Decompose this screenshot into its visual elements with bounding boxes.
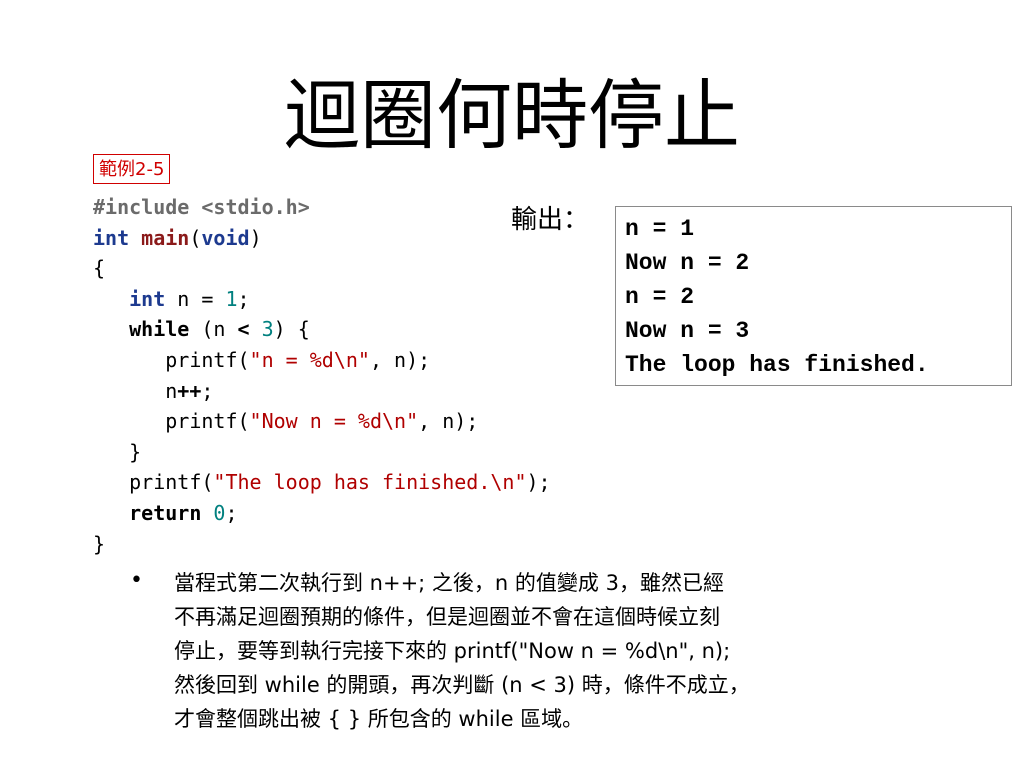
slide-title: 迴圈何時停止 (284, 71, 740, 160)
code-token: void (201, 225, 250, 250)
code-indent (93, 409, 165, 433)
paragraph-line: 當程式第二次執行到 n++; 之後，n 的值變成 3，雖然已經 (174, 571, 724, 595)
output-line: Now n = 2 (625, 250, 750, 276)
code-token: n (165, 378, 178, 403)
code-token: 3 (261, 317, 274, 342)
code-token: (n (189, 317, 238, 342)
code-token: printf( (129, 470, 214, 495)
code-token: ; (201, 378, 214, 403)
code-indent (93, 348, 165, 372)
code-token: main (141, 225, 190, 250)
code-indent (93, 470, 129, 494)
code-line: int main(void) (93, 223, 551, 254)
code-line: { (93, 253, 551, 284)
code-line: #include <stdio.h> (93, 192, 551, 223)
code-token: ) { (273, 317, 310, 342)
code-line: n++; (93, 376, 551, 407)
paragraph-line: 才會整個跳出被 { } 所包含的 while 區域。 (174, 707, 584, 731)
code-token: 0 (213, 500, 226, 525)
code-token: return (129, 500, 202, 525)
code-token: int (93, 225, 130, 250)
paragraph-line: 不再滿足迴圈預期的條件，但是迴圈並不會在這個時候立刻 (174, 605, 720, 629)
code-token: ) (249, 225, 262, 250)
code-line: printf("The loop has finished.\n"); (93, 467, 551, 498)
code-line: printf("n = %d\n", n); (93, 345, 551, 376)
paragraph-line: 停止，要等到執行完接下來的 printf("Now n = %d\n", n); (174, 639, 731, 663)
code-indent (93, 287, 129, 311)
code-token: int (129, 286, 166, 311)
code-indent (93, 317, 129, 341)
paragraph-line: 然後回到 while 的開頭，再次判斷 (n < 3) 時，條件不成立， (174, 673, 750, 697)
code-line: } (93, 437, 551, 468)
code-token: ); (526, 470, 551, 495)
code-token (201, 501, 213, 525)
code-token: } (129, 439, 142, 464)
bullet-icon: • (130, 568, 143, 593)
code-token: printf( (165, 347, 250, 372)
code-token: < (237, 317, 250, 342)
code-token: 1 (225, 286, 238, 311)
code-indent (93, 440, 129, 464)
code-token: ; (237, 286, 250, 311)
code-block: #include <stdio.h> int main(void) { int … (93, 192, 551, 559)
code-line: printf("Now n = %d\n", n); (93, 406, 551, 437)
explanation-paragraph: 當程式第二次執行到 n++; 之後，n 的值變成 3，雖然已經 不再滿足迴圈預期… (174, 566, 944, 736)
code-line: return 0; (93, 498, 551, 529)
code-token: "Now n = %d\n" (249, 409, 419, 434)
code-token: #include <stdio.h> (93, 195, 310, 219)
code-line: } (93, 529, 551, 560)
output-line: The loop has finished. (625, 352, 929, 378)
code-token: , n); (369, 347, 431, 372)
example-badge: 範例2-5 (93, 154, 171, 184)
code-token: printf( (165, 409, 250, 434)
output-box: n = 1 Now n = 2 n = 2 Now n = 3 The loop… (615, 206, 1012, 386)
code-line: while (n < 3) { (93, 314, 551, 345)
code-indent (93, 501, 129, 525)
code-token: ( (189, 225, 202, 250)
output-line: n = 2 (625, 284, 695, 310)
code-token: { (93, 256, 106, 281)
output-label: 輸出： (511, 205, 590, 235)
code-indent (93, 379, 165, 403)
code-token: } (93, 531, 106, 556)
code-token: , n); (418, 409, 479, 434)
code-token: ++ (177, 378, 202, 403)
code-token: ; (225, 500, 238, 525)
code-token: while (129, 317, 190, 342)
code-token: "n = %d\n" (249, 347, 370, 372)
code-token: n = (165, 286, 226, 311)
output-line: Now n = 3 (625, 318, 750, 344)
output-line: n = 1 (625, 216, 695, 242)
code-line: int n = 1; (93, 284, 551, 315)
code-token (250, 317, 262, 341)
code-token: "The loop has finished.\n" (213, 470, 527, 495)
